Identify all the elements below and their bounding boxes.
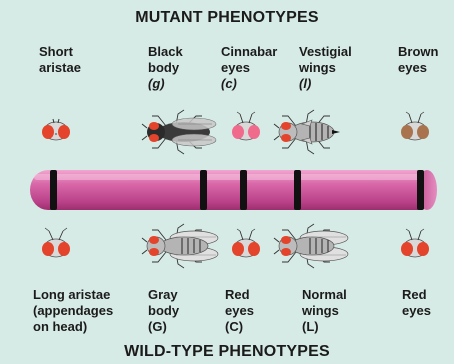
normal-wings-fly-icon	[274, 224, 348, 268]
brown-eyes-head-icon	[401, 112, 429, 140]
vestigial-wings-fly-icon	[274, 110, 340, 154]
band-body	[200, 170, 207, 210]
band-brown	[417, 170, 424, 210]
band-aristae	[50, 170, 57, 210]
band-eyes	[240, 170, 247, 210]
cinnabar-eyes-head-icon	[232, 112, 260, 140]
band-wings	[294, 170, 301, 210]
chromosome	[30, 170, 437, 210]
gray-body-fly-icon	[142, 224, 218, 268]
short-aristae-head-icon	[42, 119, 70, 140]
red-eyes-head-2-icon	[401, 229, 429, 257]
black-body-fly-icon	[142, 110, 216, 154]
long-aristae-head-icon	[42, 228, 70, 257]
red-eyes-head-icon	[232, 229, 260, 257]
